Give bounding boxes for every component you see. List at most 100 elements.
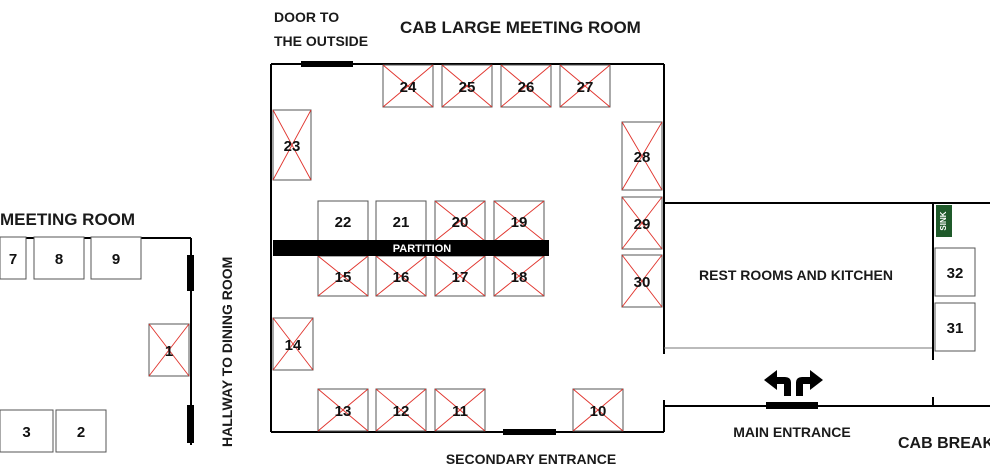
booth-25[interactable]: 25 [441, 64, 493, 108]
booth-number: 23 [284, 138, 301, 155]
booth-7[interactable]: 7 [0, 236, 27, 280]
booth-taken-cross [382, 64, 434, 108]
booth-box [0, 409, 54, 453]
booth-number: 10 [590, 403, 607, 420]
secondary-entrance-label: SECONDARY ENTRANCE [446, 451, 616, 467]
booth-taken-cross [441, 64, 493, 108]
booth-taken-cross [434, 388, 486, 432]
main-entrance-area [664, 370, 990, 409]
booth-taken-cross [493, 200, 545, 242]
rest-rooms-label: REST ROOMS AND KITCHEN [699, 267, 893, 283]
booth-12[interactable]: 12 [375, 388, 427, 432]
booth-taken-cross [572, 388, 624, 432]
booth-number: 28 [634, 149, 651, 166]
partition-bar [273, 240, 549, 256]
booth-32[interactable]: 32 [934, 247, 976, 297]
booth-9[interactable]: 9 [90, 236, 142, 280]
main-entrance-door [766, 402, 818, 409]
booth-number: 2 [77, 424, 85, 441]
booth-2[interactable]: 2 [55, 409, 107, 453]
booth-box [934, 247, 976, 297]
booth-number: 20 [452, 214, 469, 231]
booth-taken-cross [434, 255, 486, 297]
door-label-line1: DOOR TO [274, 9, 339, 25]
booth-number: 24 [400, 79, 417, 96]
booth-box [90, 236, 142, 280]
booth-17[interactable]: 17 [434, 255, 486, 297]
sink [936, 205, 952, 237]
booth-19[interactable]: 19 [493, 200, 545, 242]
hallway-label: HALLWAY TO DINING ROOM [219, 257, 235, 447]
booth-27[interactable]: 27 [559, 64, 611, 108]
booth-taken-cross [559, 64, 611, 108]
booth-taken-cross [621, 254, 663, 308]
booth-number: 22 [335, 214, 352, 231]
booth-number: 3 [22, 424, 30, 441]
booth-number: 31 [947, 320, 964, 337]
booth-number: 17 [452, 269, 469, 286]
door-label-line2: THE OUTSIDE [274, 33, 368, 49]
booth-number: 12 [393, 403, 410, 420]
booth-number: 8 [55, 251, 63, 268]
cab-large-meeting-room-label: CAB LARGE MEETING ROOM [400, 18, 641, 37]
booth-box [33, 236, 85, 280]
booth-box [375, 200, 427, 242]
booth-10[interactable]: 10 [572, 388, 624, 432]
booth-taken-cross [272, 109, 312, 181]
booth-28[interactable]: 28 [621, 121, 663, 191]
booth-3[interactable]: 3 [0, 409, 54, 453]
booth-1[interactable]: 1 [148, 323, 190, 377]
booth-box [55, 409, 107, 453]
booth-20[interactable]: 20 [434, 200, 486, 242]
booth-taken-cross [500, 64, 552, 108]
outside-door [301, 61, 353, 67]
booth-14[interactable]: 14 [272, 317, 314, 371]
booth-box [317, 200, 369, 242]
booth-taken-cross [317, 255, 369, 297]
booth-number: 32 [947, 265, 964, 282]
booth-taken-cross [317, 388, 369, 432]
sink-label: SINK [939, 211, 948, 230]
secondary-entrance-door [503, 429, 556, 435]
booth-number: 13 [335, 403, 352, 420]
booth-number: 18 [511, 269, 528, 286]
main-entrance-label: MAIN ENTRANCE [733, 424, 850, 440]
booth-number: 9 [112, 251, 120, 268]
booth-number: 30 [634, 274, 651, 291]
booth-number: 21 [393, 214, 410, 231]
partition: PARTITION [273, 240, 549, 256]
booth-number: 1 [165, 343, 173, 360]
booth-taken-cross [148, 323, 190, 377]
booth-15[interactable]: 15 [317, 255, 369, 297]
booth-26[interactable]: 26 [500, 64, 552, 108]
booth-box [0, 236, 27, 280]
partition-label: PARTITION [393, 243, 452, 255]
booth-24[interactable]: 24 [382, 64, 434, 108]
booth-23[interactable]: 23 [272, 109, 312, 181]
booth-number: 27 [577, 79, 594, 96]
entrance-arrows-icon [764, 370, 823, 396]
booth-number: 16 [393, 269, 410, 286]
booth-21[interactable]: 21 [375, 200, 427, 242]
booth-11[interactable]: 11 [434, 388, 486, 432]
booth-30[interactable]: 30 [621, 254, 663, 308]
booth-29[interactable]: 29 [621, 196, 663, 250]
large-meeting-room [270, 61, 665, 435]
booth-number: 25 [459, 79, 476, 96]
booth-number: 7 [9, 251, 17, 268]
booth-taken-cross [375, 388, 427, 432]
booth-taken-cross [493, 255, 545, 297]
rest-rooms-area: SINK [664, 202, 990, 407]
booth-box [934, 302, 976, 352]
booth-8[interactable]: 8 [33, 236, 85, 280]
booth-31[interactable]: 31 [934, 302, 976, 352]
booth-13[interactable]: 13 [317, 388, 369, 432]
booth-18[interactable]: 18 [493, 255, 545, 297]
booth-taken-cross [621, 121, 663, 191]
booth-taken-cross [375, 255, 427, 297]
booth-16[interactable]: 16 [375, 255, 427, 297]
booth-22[interactable]: 22 [317, 200, 369, 242]
booth-number: 29 [634, 216, 651, 233]
